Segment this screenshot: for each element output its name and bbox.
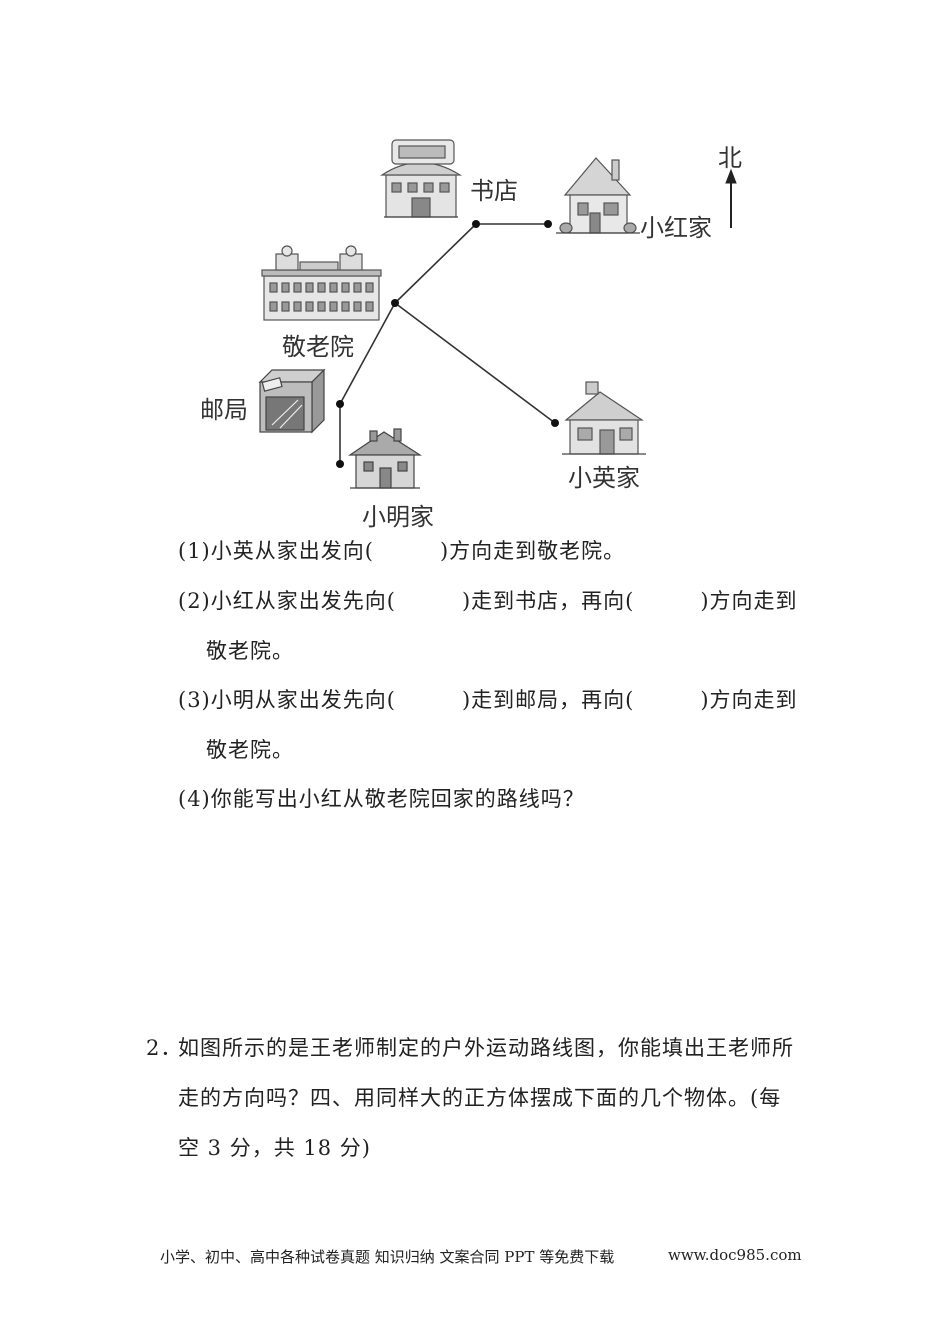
footer-url[interactable]: www.doc985.com xyxy=(668,1246,802,1264)
question-4: (4)你能写出小红从敬老院回家的路线吗？ xyxy=(178,787,585,811)
nursing-home-label: 敬老院 xyxy=(282,333,354,361)
problem-2-line-2: 走的方向吗？四、用同样大的正方体摆成下面的几个物体。(每 xyxy=(178,1086,782,1110)
question-3-line-2: 敬老院。 xyxy=(206,738,294,762)
bookstore-icon xyxy=(379,139,463,218)
post-office-label: 邮局 xyxy=(200,396,248,424)
north-arrow-icon xyxy=(725,168,737,228)
problem-2-number: 2． xyxy=(146,1036,183,1060)
post-office-icon xyxy=(258,368,326,434)
problem-2-line-3: 空 3 分，共 18 分) xyxy=(178,1136,371,1160)
question-2-line-2: 敬老院。 xyxy=(206,639,294,663)
problem-2-line-1: 如图所示的是王老师制定的户外运动路线图，你能填出王老师所 xyxy=(178,1036,794,1060)
xiaohong-house-icon xyxy=(556,157,640,234)
north-label: 北 xyxy=(718,144,742,172)
nursing-home-icon xyxy=(261,245,382,321)
xiaohong-home-label: 小红家 xyxy=(640,214,712,242)
route-map xyxy=(258,139,737,489)
xiaoming-house-icon xyxy=(348,428,423,489)
question-3-line-1: (3)小明从家出发先向( )走到邮局，再向( )方向走到 xyxy=(178,688,798,712)
xiaoying-home-label: 小英家 xyxy=(568,464,640,492)
xiaoming-home-label: 小明家 xyxy=(362,503,434,531)
footer-text: 小学、初中、高中各种试卷真题 知识归纳 文案合同 PPT 等免费下载 xyxy=(160,1248,615,1266)
route-lines xyxy=(339,223,556,464)
route-nodes xyxy=(336,220,559,468)
question-2-line-1: (2)小红从家出发先向( )走到书店，再向( )方向走到 xyxy=(178,589,798,613)
xiaoying-house-icon xyxy=(562,381,646,455)
bookstore-label: 书店 xyxy=(470,177,518,205)
question-1: (1)小英从家出发向( )方向走到敬老院。 xyxy=(178,539,626,563)
